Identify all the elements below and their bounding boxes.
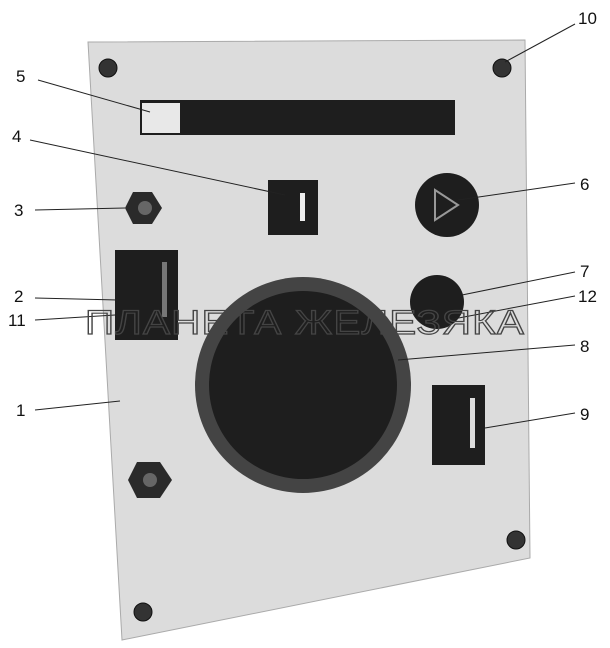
callout-3: 3 [14, 201, 23, 220]
hex-nut-bottom [128, 462, 172, 498]
callout-5: 5 [16, 67, 25, 86]
hazard-button [415, 173, 479, 237]
mounting-screws [98, 58, 526, 622]
screw-icon [98, 58, 118, 78]
callout-10: 10 [578, 9, 597, 28]
watermark: ПЛАНЕТА ЖЕЛЕЗЯКА [85, 304, 525, 342]
rect-switch-right [432, 385, 485, 465]
leader-lines [29, 23, 576, 429]
callout-9: 9 [580, 405, 589, 424]
callout-11: 11 [8, 311, 26, 330]
square-switch [268, 180, 318, 235]
hex-nut-top [125, 192, 162, 224]
callout-2: 2 [14, 287, 23, 306]
screw-icon [506, 530, 526, 550]
round-lamp [410, 275, 464, 329]
screw-icon [133, 602, 153, 622]
indicator-strip [140, 100, 455, 135]
callout-7: 7 [580, 262, 589, 281]
rect-switch-left [115, 250, 178, 340]
callout-4: 4 [12, 127, 21, 146]
callout-1: 1 [16, 401, 25, 420]
callout-8: 8 [580, 337, 589, 356]
callout-6: 6 [580, 175, 589, 194]
callout-12: 12 [578, 287, 597, 306]
screw-icon [492, 58, 512, 78]
gauge [195, 277, 411, 493]
